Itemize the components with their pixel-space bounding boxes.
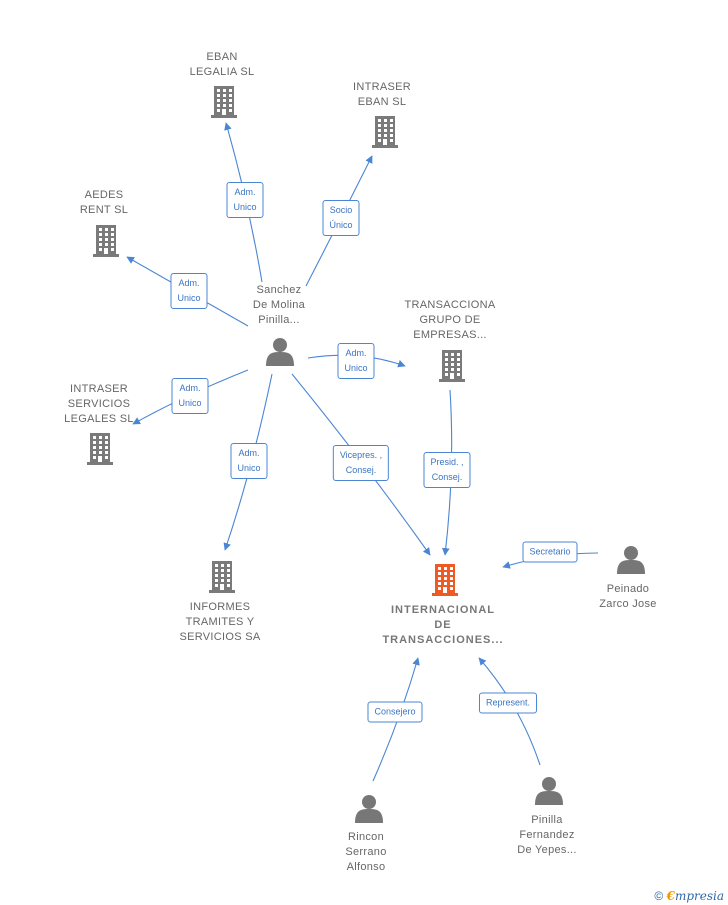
edge-label-sanchez-to-informes[interactable]: Adm. Unico [230, 443, 268, 479]
edge-label-pinilla-to-internacional[interactable]: Represent. [478, 692, 538, 714]
node-label-intraser_eban[interactable]: INTRASER EBAN SL [317, 80, 447, 110]
edge-label-transacciona-to-internacional[interactable]: Presid. , Consej. [423, 452, 471, 488]
node-label-line: SERVICIOS [67, 398, 131, 410]
edge-label-line: Socio [329, 205, 353, 215]
edge-label-line: Adm. [178, 278, 200, 288]
node-label-line: Pinilla... [258, 314, 300, 326]
edge-label-line: Consejero [374, 706, 416, 717]
node-label-line: Serrano [345, 846, 387, 858]
node-label-line: INTRASER [69, 383, 129, 395]
edge-label-line: Adm. [179, 383, 201, 393]
node-label-internacional[interactable]: INTERNACIONAL DE TRANSACCIONES... [378, 603, 508, 648]
node-label-line: EBAN SL [357, 96, 407, 108]
edge-label-line: Adm. [345, 348, 367, 358]
node-label-eban[interactable]: EBAN LEGALIA SL [157, 50, 287, 80]
node-label-aedes[interactable]: AEDES RENT SL [39, 188, 169, 218]
node-label-line: SERVICIOS SA [179, 631, 261, 643]
edge-label-sanchez-to-internacional[interactable]: Vicepres. , Consej. [332, 445, 390, 481]
edge-label-sanchez-to-transacciona[interactable]: Adm. Unico [337, 343, 375, 379]
node-label-line: TRANSACCIONA [404, 299, 496, 311]
node-label-line: EBAN [206, 51, 238, 63]
edge-label-sanchez-to-aedes[interactable]: Adm. Unico [170, 273, 208, 309]
focus-company-icon-internacional[interactable] [432, 564, 458, 596]
edge-label-line: Único [329, 220, 353, 230]
node-label-line: GRUPO DE [419, 314, 481, 326]
edge-label-sanchez-to-intraser_servicios[interactable]: Adm. Unico [171, 378, 209, 414]
edge-label-line: Unico [177, 293, 201, 303]
edge-label-line: Vicepres. , [339, 450, 383, 460]
edge-label-peinado-to-internacional[interactable]: Secretario [522, 541, 578, 563]
copyright-symbol: © [654, 889, 664, 903]
node-label-line: DE [434, 619, 452, 631]
edge-label-line: Secretario [529, 546, 571, 557]
edge-label-line: Represent. [485, 697, 531, 708]
node-label-informes[interactable]: INFORMES TRAMITES Y SERVICIOS SA [155, 600, 285, 645]
person-icon-sanchez[interactable] [266, 338, 294, 366]
person-icon-rincon[interactable] [355, 795, 383, 823]
company-icon-informes[interactable] [209, 561, 235, 593]
node-label-line: INFORMES [189, 601, 251, 613]
node-label-line: TRANSACCIONES... [382, 634, 504, 646]
node-label-line: EMPRESAS... [413, 329, 487, 341]
node-label-line: De Yepes... [517, 844, 577, 856]
edge-label-rincon-to-internacional[interactable]: Consejero [367, 701, 423, 723]
edge-label-line: Adm. [238, 448, 260, 458]
node-label-transacciona[interactable]: TRANSACCIONA GRUPO DE EMPRESAS... [385, 298, 515, 343]
company-icon-intraser_servicios[interactable] [87, 433, 113, 465]
node-label-line: LEGALIA SL [189, 66, 255, 78]
node-label-intraser_servicios[interactable]: INTRASER SERVICIOS LEGALES SL [34, 382, 164, 427]
edge-label-line: Presid. , [430, 457, 464, 467]
company-icon-aedes[interactable] [93, 225, 119, 257]
brand-logo: €mpresia [666, 889, 724, 903]
edge-label-line: Unico [233, 202, 257, 212]
node-label-line: Alfonso [346, 861, 386, 873]
edge-label-sanchez-to-eban[interactable]: Adm. Unico [226, 182, 264, 218]
node-label-line: LEGALES SL [64, 413, 134, 425]
node-label-line: Rincon [347, 831, 385, 843]
company-icon-intraser_eban[interactable] [372, 116, 398, 148]
edge-label-line: Unico [344, 363, 368, 373]
person-icon-pinilla[interactable] [535, 777, 563, 805]
person-icon-peinado[interactable] [617, 546, 645, 574]
node-label-line: INTERNACIONAL [390, 604, 496, 616]
node-label-line: De Molina [252, 299, 306, 311]
company-icon-eban[interactable] [211, 86, 237, 118]
node-label-line: AEDES [84, 189, 124, 201]
edge-label-line: Unico [237, 463, 261, 473]
edge-label-line: Consej. [431, 472, 463, 482]
node-label-line: Zarco Jose [599, 598, 657, 610]
node-label-line: Fernandez [519, 829, 575, 841]
edge-label-line: Adm. [234, 187, 256, 197]
footer-brand[interactable]: © €mpresia [654, 889, 724, 903]
node-label-line: RENT SL [79, 204, 129, 216]
node-label-line: Pinilla [531, 814, 563, 826]
node-label-line: Sanchez [256, 284, 302, 296]
edge-label-line: Consej. [345, 465, 377, 475]
node-label-line: INTRASER [352, 81, 412, 93]
node-label-line: TRAMITES Y [185, 616, 255, 628]
edge-label-line: Unico [178, 398, 202, 408]
company-icon-transacciona[interactable] [439, 350, 465, 382]
node-label-line: Peinado [606, 583, 650, 595]
